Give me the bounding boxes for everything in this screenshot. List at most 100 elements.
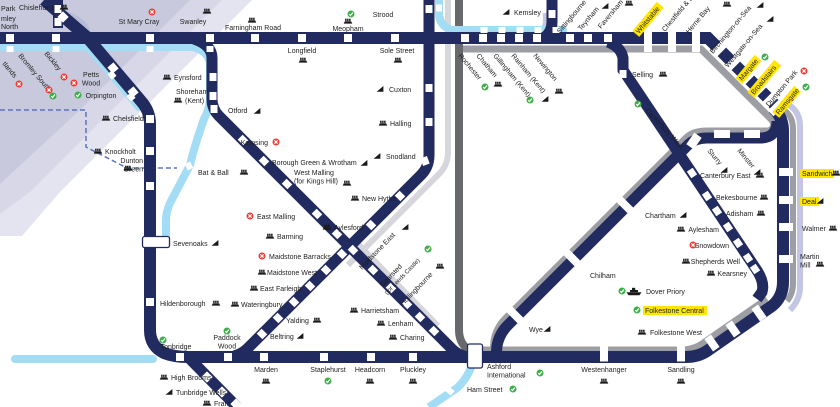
label-chartham: Chartham	[645, 213, 676, 220]
svg-text:Folkestone Central: Folkestone Central	[645, 308, 704, 315]
station-dunton-green	[146, 182, 154, 190]
car-park-icon	[93, 148, 103, 154]
label-maidstone-west: Maidstone West	[267, 270, 317, 277]
svg-text:Selling: Selling	[632, 72, 653, 79]
highlight-broadstairs	[747, 59, 782, 98]
label-cuxton: Cuxton	[389, 87, 411, 94]
station-st-mary-cray-tl	[146, 46, 154, 52]
label-swanley: Swanley	[180, 19, 207, 26]
car-park-icon	[365, 378, 375, 384]
label-charing: Charing	[400, 335, 425, 342]
label-eynsford: Eynsford	[174, 75, 202, 82]
svg-text:Snodland: Snodland	[386, 154, 416, 161]
car-park-icon	[202, 400, 212, 406]
svg-text:Chilham: Chilham	[590, 273, 616, 280]
station-eynsford	[209, 73, 217, 81]
svg-text:Longfield: Longfield	[288, 48, 317, 55]
station-deal	[779, 196, 793, 204]
label-sundridge-park-fragment: Park	[1, 6, 16, 13]
station-bromley-north	[54, 18, 62, 26]
label-lenham: Lenham	[388, 321, 413, 328]
svg-text:Beltring: Beltring	[270, 334, 294, 341]
svg-text:Bekesbourne: Bekesbourne	[716, 195, 757, 202]
svg-text:Deal: Deal	[802, 199, 817, 206]
car-park-icon	[173, 97, 183, 103]
station-chatham	[479, 34, 487, 42]
car-park-icon	[681, 258, 691, 264]
station-teynham	[584, 34, 592, 42]
label-herne-bay: Herne Bay	[685, 5, 712, 35]
station-snodland	[420, 156, 430, 166]
label-borough-green-and-wrotham: Borough Green & Wrotham	[272, 160, 357, 167]
svg-text:Tunbridge Wells: Tunbridge Wells	[176, 390, 227, 397]
no-step-free-access-icon	[689, 241, 697, 249]
step-free-access-icon	[509, 385, 517, 393]
svg-text:Folkestone West: Folkestone West	[650, 330, 702, 337]
line-lightgrey-medway-parallel	[345, 0, 451, 268]
label-maidstone-barracks: Maidstone Barracks	[269, 254, 331, 261]
car-park-icon	[408, 378, 418, 384]
station-sole-street	[391, 34, 399, 42]
car-park-icon	[637, 329, 647, 335]
station-bickley-tl	[52, 46, 60, 52]
step-free-access-icon	[618, 287, 626, 295]
svg-text:Tonbridge: Tonbridge	[161, 344, 192, 351]
station-westenhanger	[600, 346, 608, 362]
label-new-hythe: New Hythe	[362, 196, 396, 203]
label-folkestone-west: Folkestone West	[650, 330, 702, 337]
station-bromley-south	[6, 34, 14, 42]
station-herne-bay	[692, 32, 700, 52]
station-otford	[210, 105, 218, 113]
no-step-free-access-icon	[15, 80, 23, 88]
step-free-access-icon	[761, 53, 769, 61]
station-selling	[619, 70, 627, 78]
label-tunbridge-wells: Tunbridge Wells	[176, 390, 227, 397]
station-martin-mill	[779, 255, 793, 263]
car-park-icon	[249, 285, 259, 291]
car-park-icon	[831, 170, 840, 176]
step-free-access-icon	[634, 100, 642, 108]
car-park-icon	[493, 81, 503, 87]
svg-text:Frant: Frant	[214, 401, 230, 407]
svg-text:Kemsing: Kemsing	[241, 140, 268, 147]
station-tonbridge	[176, 353, 184, 361]
step-free-access-icon	[159, 336, 167, 344]
label-shoreham: Shoreham	[176, 89, 208, 96]
station-maidstone-east	[347, 244, 359, 256]
station-charing	[428, 325, 440, 337]
limited-service-triangle-icon	[720, 167, 728, 173]
car-park-icon	[322, 224, 332, 230]
car-park-icon	[101, 115, 111, 121]
svg-text:New Hythe: New Hythe	[362, 196, 396, 203]
station-rainham-kent	[515, 34, 523, 42]
line-grey-deal-line	[783, 108, 796, 303]
limited-service-triangle-icon	[756, 2, 764, 8]
limited-service-triangle-icon	[211, 240, 219, 246]
car-park-icon	[202, 8, 212, 14]
no-step-free-access-icon	[70, 79, 78, 87]
car-park-icon	[828, 225, 838, 231]
label-longfield: Longfield	[288, 48, 317, 55]
no-step-free-access-icon	[800, 67, 808, 75]
station-whitstable	[644, 32, 652, 52]
station-newington	[533, 34, 541, 42]
label-shepherds-well: Shepherds Well	[691, 259, 741, 266]
label-ham-street: Ham Street	[467, 387, 502, 394]
station-sittingbourne	[566, 34, 574, 42]
car-park-icon	[343, 18, 353, 24]
svg-text:Bat & Ball: Bat & Ball	[198, 170, 229, 177]
step-free-access-icon	[526, 96, 534, 104]
label-orpington: Orpington	[86, 93, 117, 100]
no-step-free-access-icon	[45, 86, 53, 94]
no-step-free-access-icon	[148, 8, 156, 16]
station-birchington-on-sea	[709, 39, 729, 59]
station-bearsted	[367, 264, 379, 276]
line-ham-street-line	[426, 363, 476, 407]
label-aylesham: Aylesham	[688, 227, 719, 234]
svg-text:Herne Bay: Herne Bay	[685, 5, 712, 35]
svg-text:Sandwich: Sandwich	[802, 171, 832, 178]
